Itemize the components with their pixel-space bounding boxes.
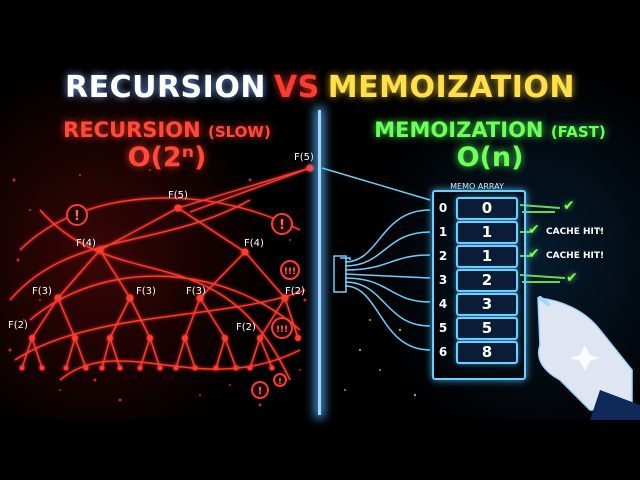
memo-cell: 1	[456, 221, 518, 244]
tree-node-label: F(2)	[8, 320, 28, 331]
cache-hit-label: CACHE HIT!	[546, 227, 605, 237]
memo-index: 5	[438, 321, 448, 335]
warning-icon	[271, 213, 293, 235]
warning-mark: !	[258, 386, 263, 397]
memo-cell: 3	[456, 293, 518, 316]
tree-node-label: F(4)	[244, 238, 264, 249]
warning-mark: !!!	[276, 325, 288, 335]
pointing-hand-icon	[537, 296, 640, 420]
letterbox-bottom	[0, 420, 640, 480]
title-recursion: RECURSION	[64, 70, 266, 105]
memo-index: 0	[438, 201, 448, 215]
memo-cell: 2	[456, 269, 518, 292]
warning-mark: !	[278, 377, 282, 386]
check-icon: ✔	[528, 246, 540, 262]
memo-cell: 8	[456, 341, 518, 364]
tree-node-label: F(3)	[186, 286, 206, 297]
memo-index: 3	[438, 273, 448, 287]
tree-node-label: F(4)	[76, 238, 96, 249]
warning-icon	[251, 381, 269, 399]
memo-index: 4	[438, 297, 448, 311]
memoization-heading-text: MEMOIZATION	[374, 118, 544, 142]
tree-root-label: F(5)	[294, 152, 314, 163]
left-panel-bg	[0, 60, 320, 420]
recursion-tree-edges	[9, 167, 311, 381]
memoization-complexity: O(n)	[456, 142, 524, 173]
memo-index: 1	[438, 225, 448, 239]
cache-hit-label: CACHE HIT!	[546, 251, 605, 261]
tree-node-label: F(2)	[285, 286, 305, 297]
check-icon: ✔	[563, 198, 575, 214]
memo-array-title: MEMO ARRAY	[450, 182, 504, 191]
tree-node-label: F(3)	[32, 286, 52, 297]
memo-feed-lines	[321, 167, 431, 351]
recursion-complexity: O(2ⁿ)	[127, 142, 207, 173]
center-divider	[318, 110, 321, 415]
letterbox-top	[0, 0, 640, 60]
recursion-speed: (SLOW)	[207, 123, 271, 141]
warning-icon	[271, 317, 293, 339]
recursion-heading-text: RECURSION	[63, 118, 201, 142]
warning-mark: !	[74, 209, 80, 224]
warning-icon	[280, 260, 300, 280]
title-memoization: MEMOIZATION	[327, 70, 576, 105]
recursion-heading: RECURSION (SLOW)	[22, 118, 312, 142]
warning-icons	[66, 204, 300, 399]
recursion-tree-nodes	[19, 164, 314, 371]
memo-index: 2	[438, 249, 448, 263]
memo-array-frame	[432, 190, 526, 380]
memoization-heading: MEMOIZATION (FAST)	[345, 118, 635, 142]
tree-node-label: F(2)	[236, 322, 256, 333]
memo-cell: 1	[456, 245, 518, 268]
warning-mark: !!!	[284, 267, 296, 277]
warning-icon	[66, 204, 88, 226]
memo-cell: 5	[456, 317, 518, 340]
tree-node-label: F(5)	[168, 190, 188, 201]
memo-index: 6	[438, 345, 448, 359]
red-particles	[8, 169, 307, 407]
title-vs: VS	[273, 70, 320, 105]
check-icon: ✔	[528, 222, 540, 238]
warning-mark: !	[279, 218, 285, 233]
memoization-speed: (FAST)	[550, 123, 606, 141]
warning-icon	[273, 373, 287, 387]
tree-node-label: F(3)	[136, 286, 156, 297]
source-connector	[333, 255, 347, 293]
check-icon: ✔	[566, 270, 578, 286]
memo-cell: 0	[456, 197, 518, 220]
